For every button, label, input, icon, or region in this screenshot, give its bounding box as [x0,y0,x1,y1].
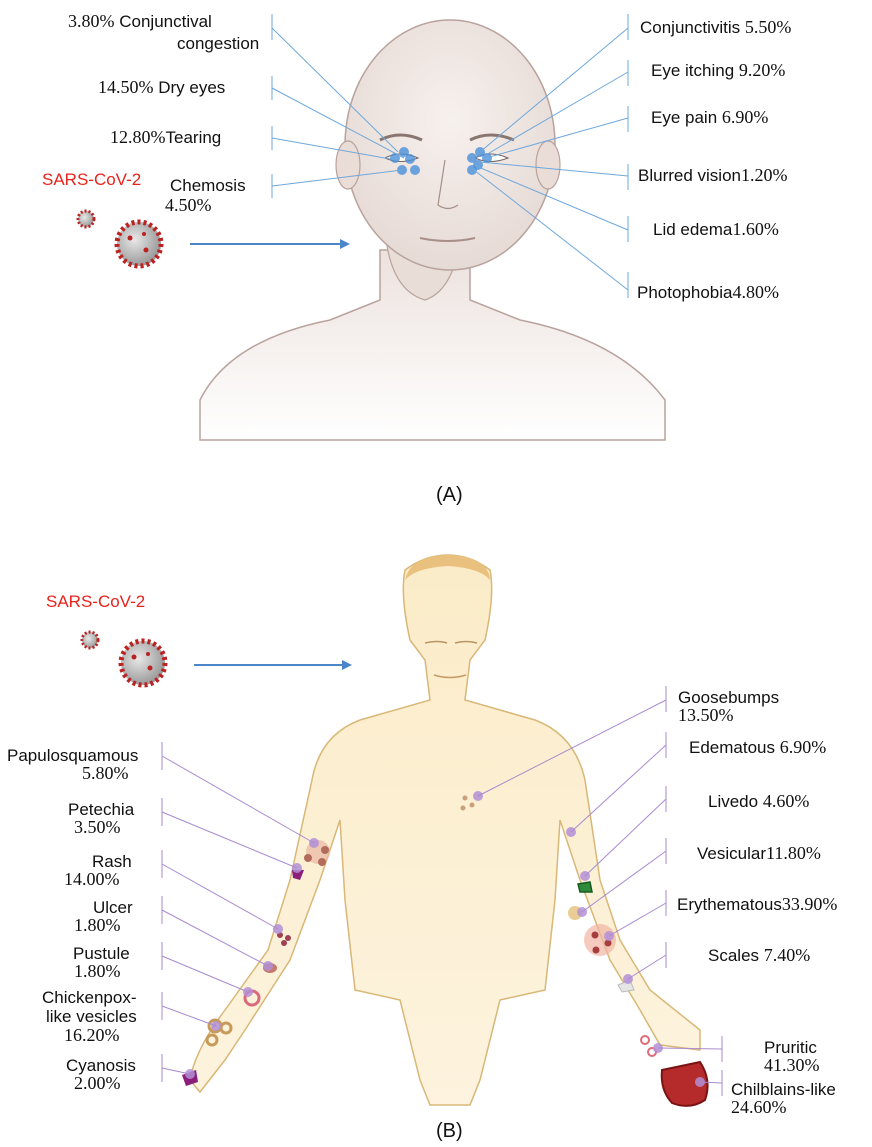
label-photophobia: Photophobia4.80% [637,283,779,302]
virus-icon-large-a [117,222,161,266]
percent: 4.60% [763,791,810,811]
percent-cyanosis: 2.00% [74,1074,121,1093]
name: Tearing [166,128,222,147]
percent: 11.80% [766,843,821,863]
percent: 9.20% [739,60,786,80]
name: Livedo [708,792,758,811]
name: Dry eyes [158,78,225,97]
virus-label-a: SARS-CoV-2 [42,170,141,190]
label-erythematous: Erythematous33.90% [677,895,837,914]
name: Vesicular [697,844,766,863]
virus-label-b: SARS-CoV-2 [46,592,145,612]
label-chickenpox-like-vesicles-line2: like vesicles [46,1007,137,1026]
percent-petechia: 3.50% [74,818,121,837]
arrow-a [190,239,350,249]
percent: 3.80% [68,11,115,31]
caption-a: (A) [436,484,463,507]
name: Conjunctival [119,12,212,31]
label-vesicular: Vesicular11.80% [697,844,821,863]
caption-b: (B) [436,1120,463,1143]
label-tearing: 12.80%Tearing [110,128,221,147]
percent: 6.90% [780,737,827,757]
body-illustration [190,555,700,1105]
label-conjunctival-congestion-line2: congestion [177,34,259,53]
name: Edematous [689,738,775,757]
label-chemosis: Chemosis [170,176,246,195]
name: Scales [708,946,759,965]
percent: 5.50% [745,17,792,37]
name: Lid edema [653,220,732,239]
label-scales: Scales 7.40% [708,946,810,965]
virus-icon-small-a [78,211,94,227]
name: Erythematous [677,895,782,914]
virus-icon-large-b [121,641,165,685]
label-conjunctivitis: Conjunctivitis 5.50% [640,18,791,37]
percent-rash: 14.00% [64,870,120,889]
head-illustration [200,20,665,440]
name: Blurred vision [638,166,741,185]
percent: 4.80% [732,282,779,302]
label-lid-edema: Lid edema1.60% [653,220,779,239]
percent: 1.60% [732,219,779,239]
percent-papulosquamous: 5.80% [82,764,129,783]
arrow-b [194,660,352,670]
percent: 7.40% [764,945,811,965]
label-blurred-vision: Blurred vision1.20% [638,166,788,185]
percent: 33.90% [782,894,838,914]
percent-goosebumps: 13.50% [678,706,734,725]
percent: 12.80% [110,127,166,147]
label-eye-pain: Eye pain 6.90% [651,108,768,127]
name: Conjunctivitis [640,18,740,37]
percent: 14.50% [98,77,154,97]
label-conjunctival-congestion: 3.80% Conjunctival [68,12,212,31]
percent: 1.20% [741,165,788,185]
label-livedo: Livedo 4.60% [708,792,809,811]
percent-chemosis: 4.50% [165,196,212,215]
label-chickenpox-like-vesicles: Chickenpox- [42,988,137,1007]
percent-chilblains-like: 24.60% [731,1098,787,1117]
percent-ulcer: 1.80% [74,916,121,935]
percent-chickenpox-like-vesicles: 16.20% [64,1026,120,1045]
label-dry-eyes: 14.50% Dry eyes [98,78,225,97]
label-eye-itching: Eye itching 9.20% [651,61,785,80]
label-edematous: Edematous 6.90% [689,738,826,757]
name: Eye itching [651,61,734,80]
percent: 6.90% [722,107,769,127]
name: Eye pain [651,108,717,127]
name: Photophobia [637,283,732,302]
percent-pruritic: 41.30% [764,1056,820,1075]
virus-icon-small-b [82,632,98,648]
percent-pustule: 1.80% [74,962,121,981]
